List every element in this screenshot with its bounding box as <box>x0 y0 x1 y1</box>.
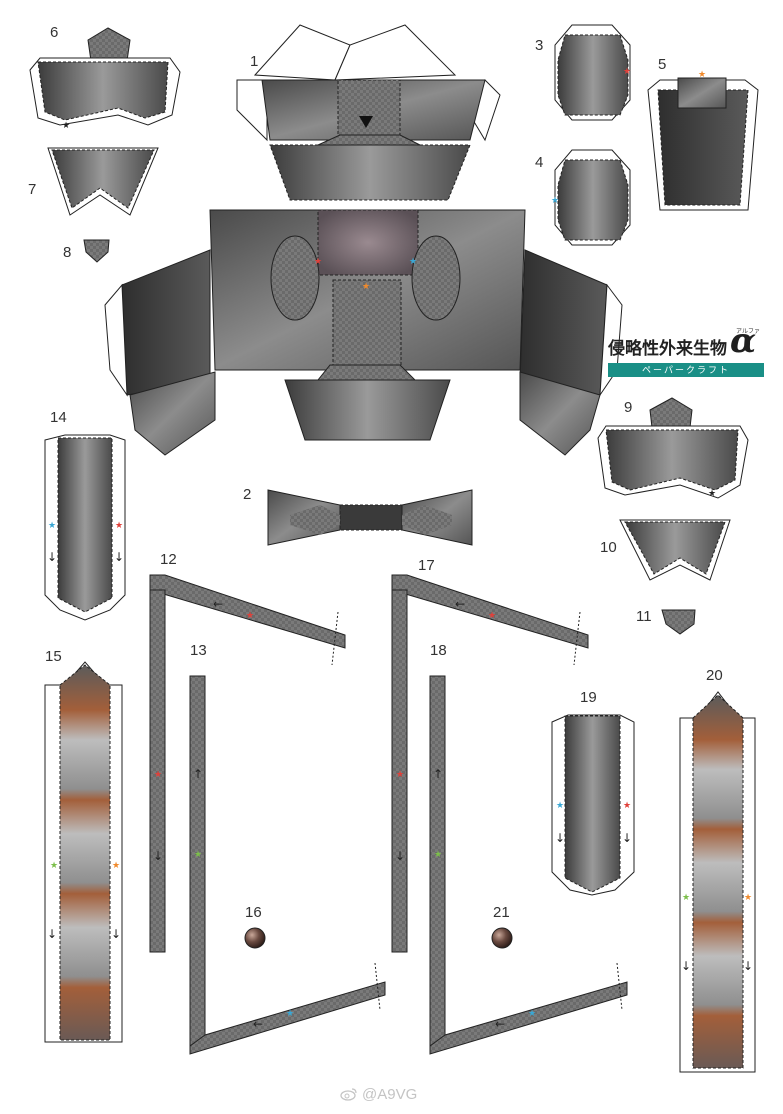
svg-text:↓: ↓ <box>153 849 163 863</box>
part-10 <box>619 519 731 581</box>
part-label-14: 14 <box>50 409 67 426</box>
star-blue: ★ <box>551 196 559 206</box>
star-orange: ★ <box>362 282 370 292</box>
part-19 <box>551 714 635 896</box>
part-label-8: 8 <box>63 244 72 261</box>
svg-text:↓: ↓ <box>47 927 57 941</box>
part-label-11: 11 <box>636 608 652 625</box>
part-11 <box>661 609 696 635</box>
part-label-6: 6 <box>50 24 59 41</box>
brand-ruby: アルファ <box>736 329 760 335</box>
svg-text:↑: ↑ <box>433 767 443 781</box>
part-15 <box>44 661 123 1043</box>
part-21-ball <box>491 927 513 949</box>
part-9 <box>597 397 749 499</box>
svg-text:↓: ↓ <box>114 550 124 564</box>
part-14 <box>44 434 126 621</box>
star-black: ★ <box>708 489 716 499</box>
star-red: ★ <box>154 770 162 780</box>
part-2 <box>267 489 473 546</box>
star-markers: ★ ★ ★ ★ ★ ★ ★ ★ ★ ★ ★ ★ ★ ★ ★ ★ ★ ★ ★ ★ … <box>48 67 752 1019</box>
svg-text:↓: ↓ <box>555 831 565 845</box>
part-label-16: 16 <box>245 904 262 921</box>
part-3 <box>554 24 631 121</box>
svg-text:←: ← <box>253 1017 263 1031</box>
star-orange: ★ <box>112 861 120 871</box>
brand-logo: 侵略性外来生物 アルファ α ペーパークラフト <box>608 324 766 378</box>
part-label-12: 12 <box>160 551 177 568</box>
star-blue: ★ <box>528 1009 536 1019</box>
star-orange: ★ <box>744 893 752 903</box>
star-red: ★ <box>488 611 496 621</box>
part-label-13: 13 <box>190 642 207 659</box>
star-blue: ★ <box>409 257 417 267</box>
star-red: ★ <box>396 770 404 780</box>
svg-text:↓: ↓ <box>47 550 57 564</box>
star-red: ★ <box>246 611 254 621</box>
svg-text:←: ← <box>455 597 465 611</box>
star-red: ★ <box>115 521 123 531</box>
part-5 <box>647 77 759 211</box>
part-4 <box>554 149 631 246</box>
brand-alpha: α <box>730 321 757 361</box>
star-green: ★ <box>50 861 58 871</box>
svg-text:↓: ↓ <box>743 959 753 973</box>
part-16-ball <box>244 927 266 949</box>
star-blue: ★ <box>48 521 56 531</box>
brand-title: 侵略性外来生物 <box>608 339 727 358</box>
part-12 <box>149 574 346 953</box>
star-green: ★ <box>434 850 442 860</box>
svg-text:↓: ↓ <box>395 849 405 863</box>
star-red: ★ <box>623 67 631 77</box>
part-label-20: 20 <box>706 667 723 684</box>
part-label-19: 19 <box>580 689 597 706</box>
brand-subtitle: ペーパークラフト <box>608 363 764 377</box>
star-green: ★ <box>194 850 202 860</box>
fold-arrows: ↓ ↓ ↓ ↓ ↓ ↓ ↓ ↓ ↓ ↓ ↑ ↑ ← ← ← ← <box>47 550 753 1031</box>
svg-text:←: ← <box>495 1017 505 1031</box>
part-7 <box>47 147 159 216</box>
svg-text:←: ← <box>213 597 223 611</box>
part-label-5: 5 <box>658 56 667 73</box>
part-label-10: 10 <box>600 539 617 556</box>
part-label-2: 2 <box>243 486 252 503</box>
part-label-3: 3 <box>535 37 544 54</box>
weibo-icon <box>340 1088 357 1101</box>
star-red: ★ <box>314 257 322 267</box>
part-1-head <box>104 24 623 456</box>
part-label-17: 17 <box>418 557 435 574</box>
part-label-18: 18 <box>430 642 447 659</box>
part-13 <box>189 675 386 1055</box>
svg-text:↓: ↓ <box>681 959 691 973</box>
star-red: ★ <box>623 801 631 811</box>
svg-text:↓: ↓ <box>622 831 632 845</box>
star-blue: ★ <box>556 801 564 811</box>
part-label-7: 7 <box>28 181 37 198</box>
watermark: @A9VG <box>340 1086 417 1103</box>
part-20 <box>679 691 756 1073</box>
part-label-4: 4 <box>535 154 544 171</box>
star-blue: ★ <box>286 1009 294 1019</box>
star-black: ★ <box>62 121 70 131</box>
watermark-text: @A9VG <box>362 1086 418 1103</box>
part-6 <box>29 27 181 126</box>
star-green: ★ <box>682 893 690 903</box>
part-8 <box>83 239 110 263</box>
svg-text:↓: ↓ <box>111 927 121 941</box>
svg-text:↑: ↑ <box>193 767 203 781</box>
part-label-15: 15 <box>45 648 62 665</box>
part-label-21: 21 <box>493 904 510 921</box>
part-17 <box>391 574 589 953</box>
star-orange: ★ <box>698 70 706 80</box>
part-label-9: 9 <box>624 399 633 416</box>
part-label-1: 1 <box>250 53 259 70</box>
part-18 <box>429 675 628 1055</box>
